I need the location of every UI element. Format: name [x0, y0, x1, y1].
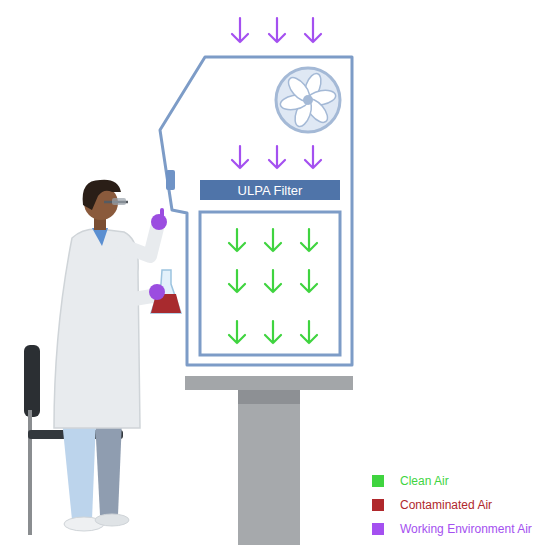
legend-swatch [372, 499, 384, 511]
hood-housing [160, 57, 352, 365]
hood-shelf [185, 376, 353, 390]
filter-band: ULPA Filter [200, 180, 340, 200]
legend-entry: Working Environment Air [372, 522, 532, 536]
legend-entry: Contaminated Air [372, 498, 492, 512]
legend-entry: Clean Air [372, 474, 449, 488]
legend-swatch [372, 523, 384, 535]
legend-swatch [372, 475, 384, 487]
work-area [200, 212, 340, 355]
legend-text: Contaminated Air [400, 498, 492, 512]
stand-leg [238, 390, 300, 545]
chair-post [28, 410, 32, 535]
stand-leg-top [238, 390, 300, 404]
sash-handle [166, 170, 175, 190]
scientist-figure [54, 180, 181, 531]
chair-back [24, 345, 40, 417]
filter-label: ULPA Filter [238, 183, 303, 198]
legend-text: Clean Air [400, 474, 449, 488]
fan [276, 68, 340, 132]
legend-text: Working Environment Air [400, 522, 532, 536]
